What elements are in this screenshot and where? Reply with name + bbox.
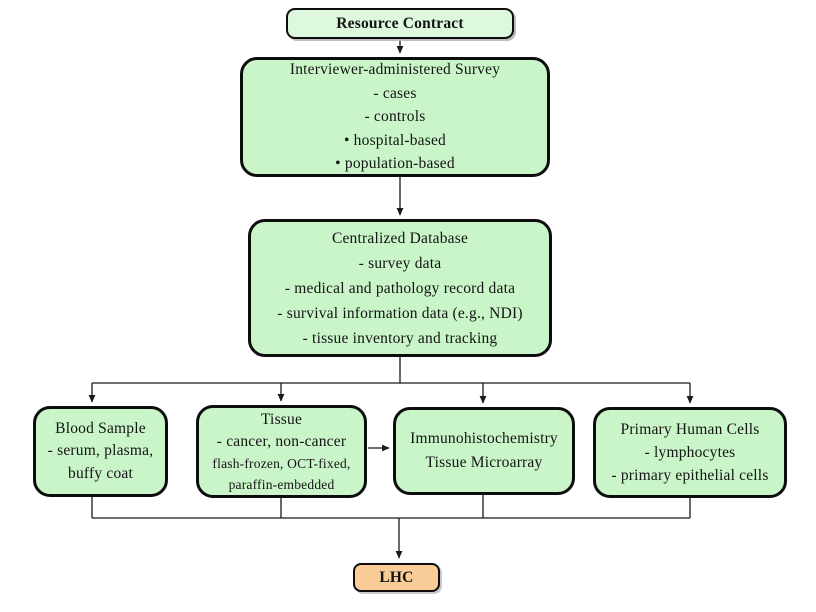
database-item-tissue-inventory: - tissue inventory and tracking: [302, 329, 498, 347]
survey-title: Interviewer-administered Survey: [289, 61, 501, 79]
survey-item-population-based: • population-based: [335, 155, 455, 173]
database-item-medical-records: - medical and pathology record data: [284, 279, 516, 297]
tissue-item-paraffin: paraffin-embedded: [228, 476, 335, 492]
blood-sample-item-serum-plasma: - serum, plasma,: [47, 442, 154, 460]
primary-cells-item-lymphocytes: - lymphocytes: [644, 444, 736, 461]
immunohistochemistry-box: Immunohistochemistry Tissue Microarray: [393, 407, 575, 495]
ihc-line-immunohistochemistry: Immunohistochemistry: [410, 430, 558, 447]
ihc-line-tissue-microarray: Tissue Microarray: [425, 454, 543, 471]
database-item-survey-data: - survey data: [358, 254, 442, 272]
survey-box: Interviewer-administered Survey - cases …: [240, 57, 550, 177]
lhc-title: LHC: [379, 569, 414, 586]
tissue-item-cancer: - cancer, non-cancer: [216, 432, 347, 450]
resource-contract-title: Resource Contract: [336, 15, 464, 32]
primary-human-cells-box: Primary Human Cells - lymphocytes - prim…: [593, 407, 787, 498]
tissue-title: Tissue: [260, 410, 303, 428]
tissue-item-flash-frozen: flash-frozen, OCT-fixed,: [212, 455, 351, 471]
resource-contract-box: Resource Contract: [286, 8, 514, 39]
survey-item-controls: - controls: [364, 108, 426, 126]
primary-cells-item-epithelial: - primary epithelial cells: [611, 467, 769, 484]
database-item-survival-info: - survival information data (e.g., NDI): [277, 304, 523, 322]
blood-sample-item-buffy-coat: buffy coat: [68, 464, 133, 482]
tissue-box: Tissue - cancer, non-cancer flash-frozen…: [196, 405, 367, 498]
blood-sample-title: Blood Sample: [55, 419, 146, 437]
primary-cells-title: Primary Human Cells: [620, 421, 760, 438]
lhc-box: LHC: [353, 563, 440, 592]
blood-sample-box: Blood Sample - serum, plasma, buffy coat: [33, 406, 168, 497]
database-title: Centralized Database: [331, 229, 469, 247]
centralized-database-box: Centralized Database - survey data - med…: [248, 219, 552, 357]
survey-item-hospital-based: • hospital-based: [343, 131, 447, 149]
survey-item-cases: - cases: [373, 84, 417, 102]
